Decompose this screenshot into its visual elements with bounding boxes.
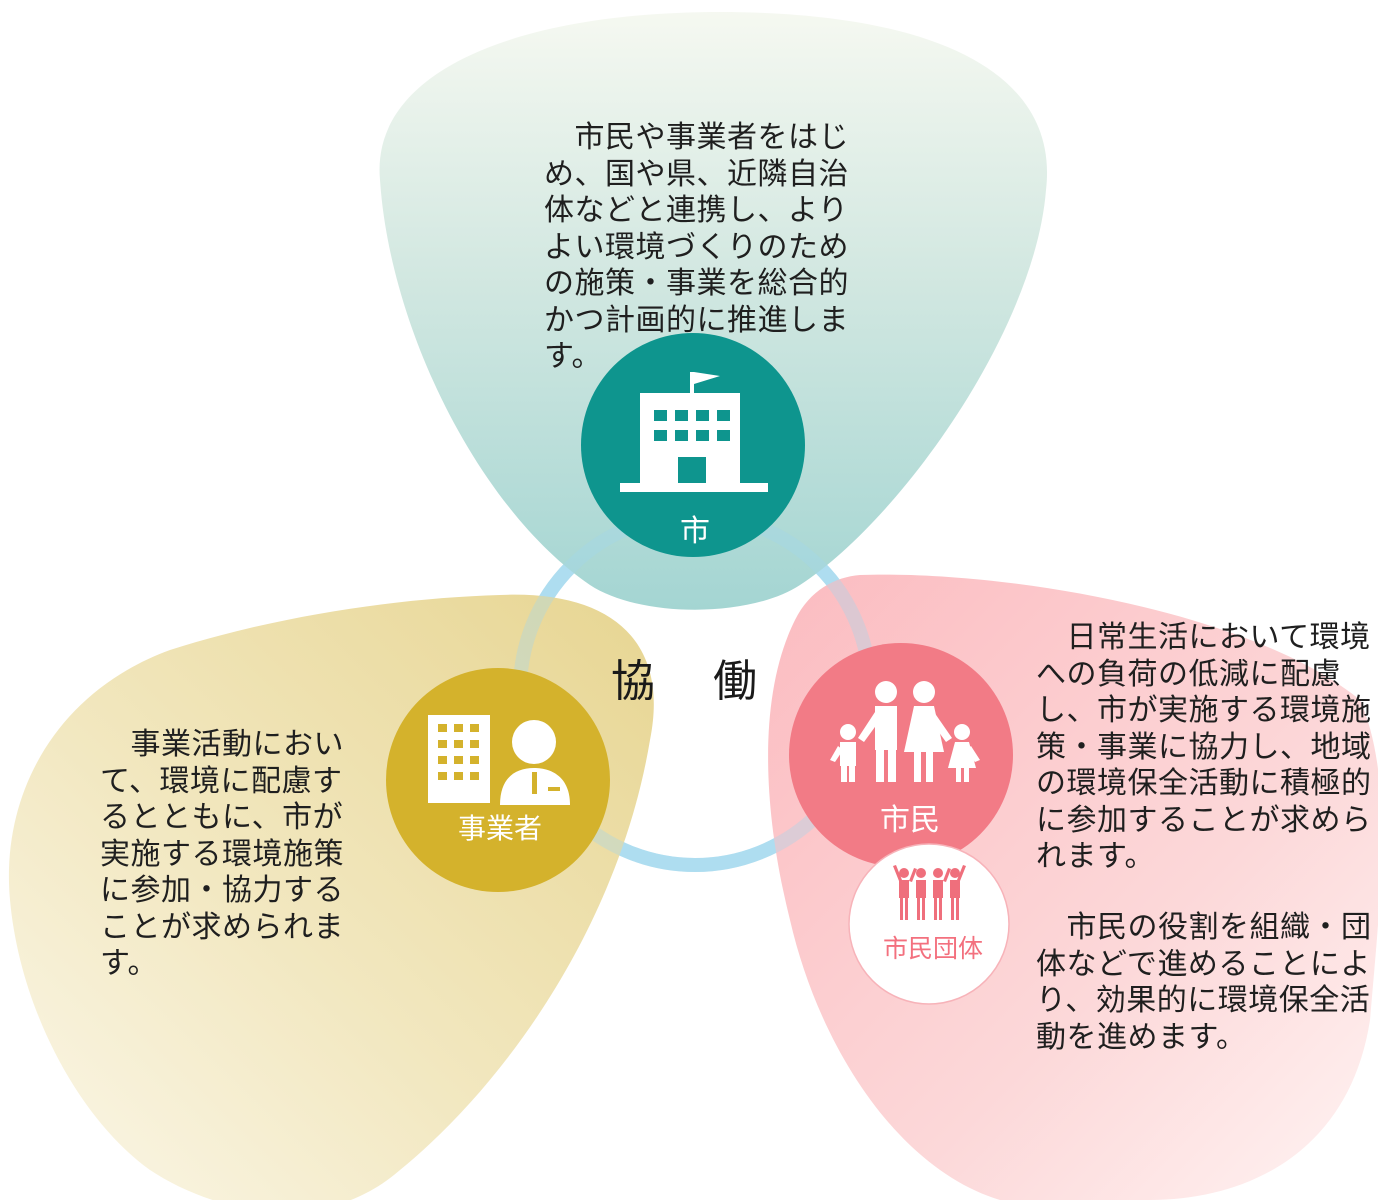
city-node bbox=[581, 333, 805, 557]
citizen-label: 市民 bbox=[880, 803, 940, 838]
citizen-role-description: 日常生活において環境への負荷の低減に配慮し、市が実施する環境施策・事業に協力し、… bbox=[1036, 620, 1372, 874]
cooperation-label: 協 働 bbox=[611, 656, 779, 707]
citizen-group-role-description: 市民の役割を組織・団体などで進めることにより、効果的に環境保全活動を進めます。 bbox=[1036, 910, 1372, 1055]
family-icon bbox=[830, 681, 980, 782]
business-label: 事業者 bbox=[457, 812, 542, 845]
city-petal bbox=[379, 12, 1048, 610]
citizen-group-label: 市民団体 bbox=[882, 934, 983, 963]
group-people-icon bbox=[893, 865, 966, 920]
business-role-description: 事業活動において、環境に配慮するとともに、市が実施する環境施策に参加・協力するこ… bbox=[100, 727, 344, 981]
city-role-description: 市民や事業者をはじめ、国や県、近隣自治体などと連携し、よりよい環境づくりのための… bbox=[544, 120, 849, 374]
citizen-node bbox=[789, 643, 1013, 867]
city-label: 市 bbox=[680, 514, 710, 549]
office-worker-icon bbox=[428, 715, 570, 805]
business-node bbox=[386, 668, 610, 892]
citizen-group-node bbox=[848, 843, 1010, 1005]
